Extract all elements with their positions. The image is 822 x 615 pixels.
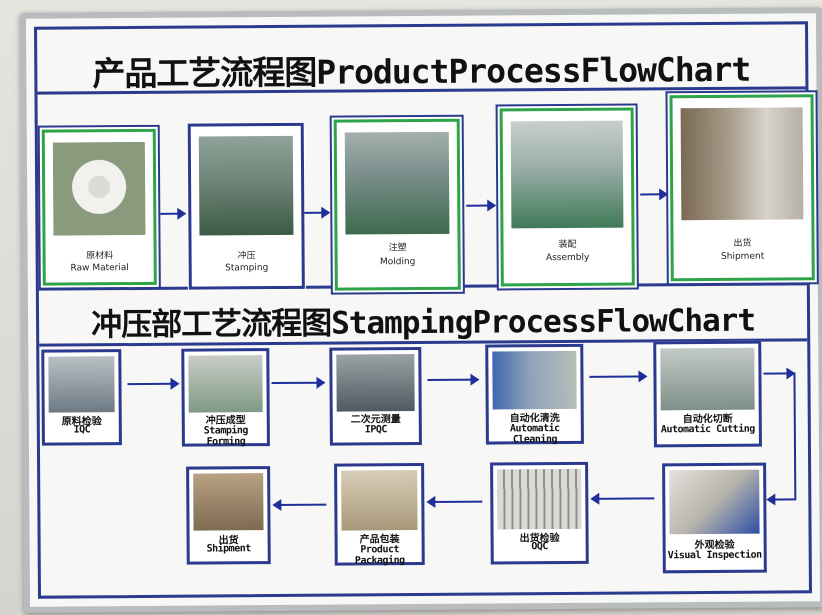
arrow-right bbox=[640, 193, 667, 196]
step-shipment: 出货 Shipment bbox=[669, 94, 815, 282]
final-shipment-en: Shipment bbox=[206, 543, 251, 555]
ipqc-en: IPQC bbox=[364, 424, 387, 436]
arrow-right bbox=[589, 375, 646, 378]
automatic-cutting-photo bbox=[660, 347, 755, 411]
step-product-packaging: 产品包装 Product Packaging bbox=[334, 462, 425, 567]
arrow-right bbox=[160, 212, 185, 215]
iqc-photo bbox=[48, 356, 115, 413]
molding-en: Molding bbox=[379, 257, 416, 268]
step-assembly: 装配 Assembly bbox=[499, 107, 635, 287]
step-ipqc: 二次元测量 IPQC bbox=[329, 347, 422, 446]
automatic-cleaning-photo bbox=[492, 350, 577, 410]
arrow-right bbox=[127, 382, 178, 386]
stamping-en: Stamping bbox=[225, 263, 269, 274]
raw-material-photo bbox=[52, 141, 146, 236]
molding-cn: 注塑 bbox=[388, 243, 407, 254]
visual-inspection-photo bbox=[669, 469, 760, 535]
chart-frame: 产品工艺流程图ProductProcessFlowChart 冲压部工艺流程图S… bbox=[34, 21, 815, 599]
product-packaging-photo bbox=[341, 470, 418, 531]
shipment-cn: 出货 bbox=[733, 238, 752, 249]
product-process-title: 产品工艺流程图ProductProcessFlowChart bbox=[92, 49, 751, 94]
assembly-photo bbox=[510, 120, 624, 229]
step-molding: 注塑 Molding bbox=[333, 118, 461, 291]
visual-inspection-en: Visual Inspection bbox=[667, 549, 762, 562]
step-stamping: 冲压 Stamping bbox=[187, 122, 305, 290]
step-automatic-cutting: 自动化切断 Automatic Cutting bbox=[653, 340, 762, 448]
shipment-photo bbox=[680, 107, 804, 220]
whiteboard: 产品工艺流程图ProductProcessFlowChart 冲压部工艺流程图S… bbox=[19, 7, 822, 613]
arrow-left bbox=[592, 497, 655, 500]
final-shipment-photo bbox=[193, 473, 264, 531]
assembly-en: Assembly bbox=[545, 252, 590, 264]
product-packaging-en: Product Packaging bbox=[354, 544, 405, 567]
step-final-shipment: 出货 Shipment bbox=[186, 466, 271, 565]
step-stamping-forming: 冲压成型 Stamping Forming bbox=[181, 348, 270, 448]
connector-line bbox=[793, 372, 797, 499]
stamping-forming-photo bbox=[188, 355, 263, 413]
stamping-cn: 冲压 bbox=[237, 251, 256, 262]
arrow-right bbox=[427, 378, 478, 381]
oqc-photo bbox=[497, 468, 582, 530]
stamping-process-title: 冲压部工艺流程图StampingProcessFlowChart bbox=[91, 302, 756, 344]
arrow-left bbox=[274, 503, 327, 507]
shipment-en: Shipment bbox=[721, 251, 765, 262]
arrow-right bbox=[466, 204, 495, 207]
arrow-left bbox=[428, 500, 483, 503]
automatic-cutting-en: Automatic Cutting bbox=[660, 423, 755, 436]
stamping-forming-en: Stamping Forming bbox=[203, 425, 248, 448]
arrow-left bbox=[768, 498, 797, 501]
step-automatic-cleaning: 自动化清洗 Automatic Cleaning bbox=[485, 343, 584, 446]
raw-material-en: Raw Material bbox=[70, 263, 129, 274]
step-visual-inspection: 外观检验 Visual Inspection bbox=[662, 462, 767, 574]
connector-line bbox=[763, 372, 794, 375]
raw-material-cn: 原材料 bbox=[86, 251, 114, 262]
assembly-cn: 装配 bbox=[558, 239, 577, 251]
step-iqc: 原料检验 IQC bbox=[41, 349, 122, 446]
ipqc-photo bbox=[336, 354, 415, 412]
arrow-right bbox=[271, 381, 324, 385]
molding-photo bbox=[344, 131, 450, 235]
step-oqc: 出货检验 OQC bbox=[490, 461, 589, 565]
automatic-cleaning-en: Automatic Cleaning bbox=[509, 423, 560, 446]
stamping-photo bbox=[198, 135, 294, 236]
oqc-en: OQC bbox=[531, 541, 548, 553]
step-raw-material: 原材料 Raw Material bbox=[41, 128, 157, 286]
arrow-right bbox=[304, 211, 329, 214]
iqc-en: IQC bbox=[73, 424, 91, 436]
